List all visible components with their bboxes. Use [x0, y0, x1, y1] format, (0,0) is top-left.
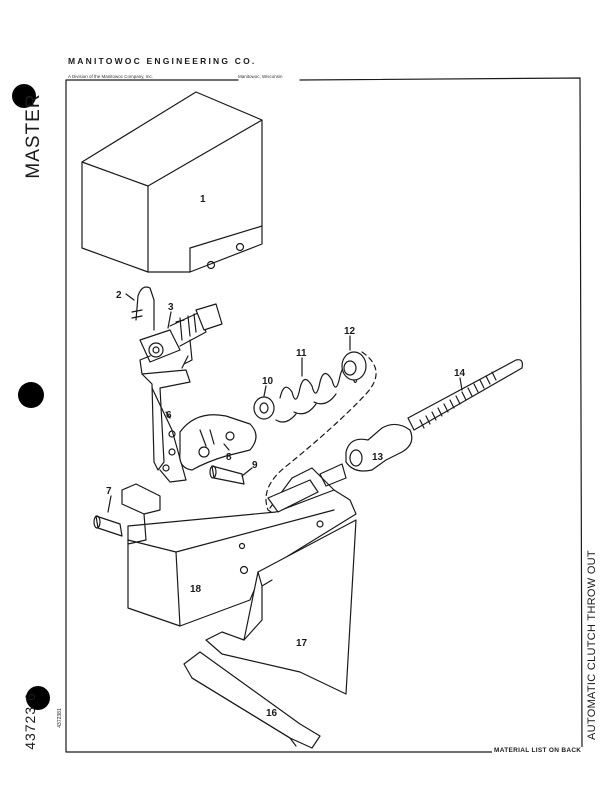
leader-14: [459, 377, 463, 391]
pin-assembly: [267, 479, 319, 513]
part-10-washer: [253, 396, 275, 420]
part-7-pin: [93, 515, 123, 537]
label-part-8: 8: [226, 452, 232, 463]
leader-9: [241, 467, 253, 477]
label-part-6: 6: [166, 410, 172, 421]
label-part-17: 17: [296, 638, 308, 649]
label-part-1: 1: [200, 194, 206, 205]
label-part-12: 12: [344, 326, 356, 337]
part-9-pin: [209, 465, 245, 485]
leader-3: [167, 311, 172, 329]
leader-2: [125, 293, 135, 301]
leader-6: [165, 411, 171, 419]
part-6-link: [139, 355, 191, 483]
binder-hole-middle: [18, 382, 44, 408]
part-12-retainer: [341, 351, 367, 381]
division-text: A Division of the Manitowoc Company, Inc…: [68, 74, 153, 79]
part-8-clevis: [179, 414, 257, 471]
location-text: Manitowoc, Wisconsin: [238, 74, 283, 79]
label-part-2: 2: [116, 290, 122, 301]
binder-hole-top: [12, 84, 36, 108]
leader-8: [223, 443, 230, 451]
material-list-note: MATERIAL LIST ON BACK: [492, 747, 584, 754]
part-17-plate: [205, 519, 357, 695]
leader-7: [107, 495, 112, 513]
plate-number: 4372381: [57, 708, 63, 728]
part-14-threaded-rod: [407, 359, 523, 431]
part-13-collar: [319, 423, 413, 487]
label-part-13: 13: [372, 452, 384, 463]
part-18-bracket: [121, 467, 357, 627]
binder-hole-bottom: [26, 686, 50, 710]
label-part-3: 3: [168, 302, 174, 313]
label-part-16: 16: [266, 708, 278, 719]
part-3-fitting: [139, 303, 223, 365]
label-part-14: 14: [454, 368, 466, 379]
part-1-cover: [81, 91, 263, 273]
leader-10: [263, 385, 267, 397]
drawing-title: AUTOMATIC CLUTCH THROW OUT: [586, 550, 598, 740]
part-2-u-bolt: [131, 286, 155, 331]
part-16-pad: [183, 651, 321, 749]
label-part-9: 9: [252, 460, 258, 471]
label-part-18: 18: [190, 584, 202, 595]
label-part-10: 10: [262, 376, 274, 387]
company-name: MANITOWOC ENGINEERING CO.: [68, 56, 257, 66]
label-part-7: 7: [106, 486, 112, 497]
label-part-11: 11: [296, 348, 307, 359]
